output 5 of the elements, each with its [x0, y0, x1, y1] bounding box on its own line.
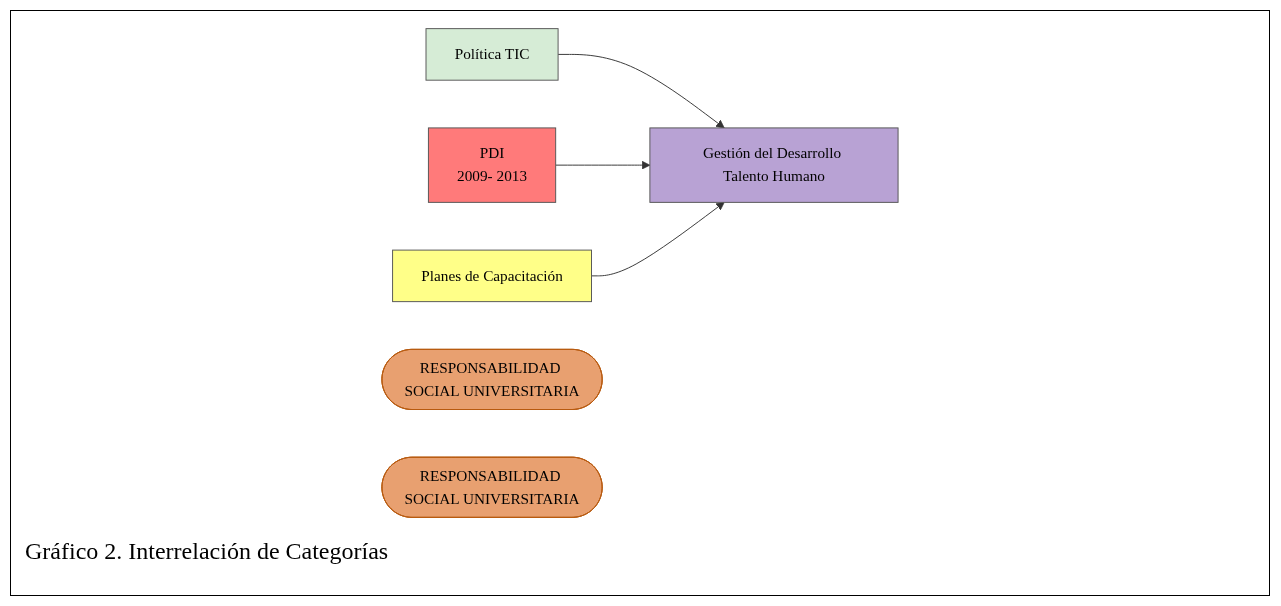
- node-box: Gestión del Desarrollo Talento Humano: [649, 127, 899, 203]
- node-box: PDI 2009- 2013: [427, 127, 557, 203]
- node-box: Política TIC: [425, 28, 559, 81]
- node-box: Planes de Capacitación: [392, 249, 592, 303]
- caption: Gráfico 2. Interrelación de Categorías: [25, 538, 389, 565]
